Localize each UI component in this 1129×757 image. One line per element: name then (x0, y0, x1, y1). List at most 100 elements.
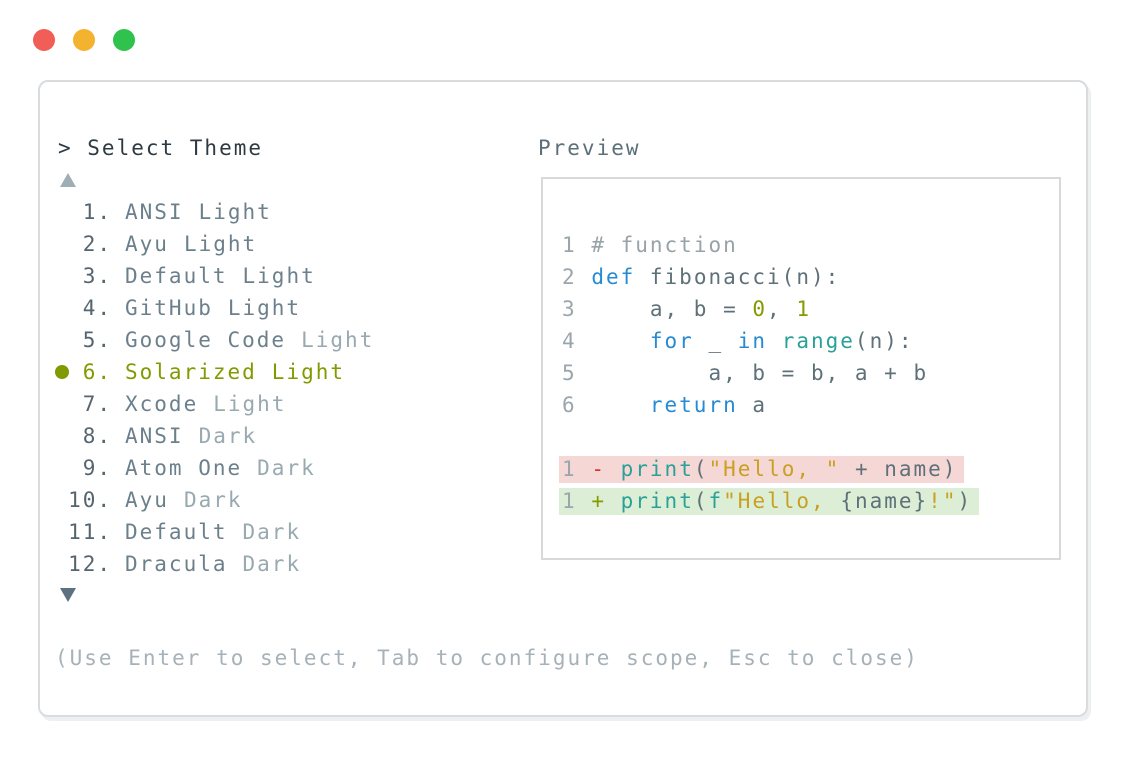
theme-name: Google Code (125, 328, 287, 352)
theme-variant: Dark (242, 520, 302, 544)
code-line-content: 2 def fibonacci(n): (562, 265, 840, 289)
scroll-up-icon[interactable] (60, 173, 76, 187)
theme-name: ANSI (125, 424, 184, 448)
token-ln: 4 (562, 329, 577, 353)
theme-list-item[interactable]: 11. Default Dark (58, 516, 374, 548)
token-base (606, 457, 621, 481)
close-button[interactable] (33, 29, 55, 51)
theme-list-item[interactable]: 7. Xcode Light (58, 388, 374, 420)
theme-number: 5. (82, 328, 112, 352)
theme-name: Default (125, 520, 228, 544)
token-base (577, 457, 592, 481)
theme-name: Atom One (125, 456, 243, 480)
token-str: "Hello, " (708, 457, 841, 481)
token-ln: 1 (562, 457, 577, 481)
token-base: ) (957, 489, 973, 513)
theme-name: Ayu (125, 488, 169, 512)
minimize-button[interactable] (73, 29, 95, 51)
theme-number: 1. (82, 200, 112, 224)
code-line-content: 1 + print(f"Hello, {name}!") (559, 488, 980, 515)
code-line (562, 421, 979, 453)
token-kw: for (649, 329, 694, 353)
theme-number: 11. (68, 520, 112, 544)
theme-number: 6. (82, 360, 112, 384)
token-base: fibonacci(n): (635, 265, 841, 289)
theme-variant: Light (271, 360, 346, 384)
token-base: a, b = (576, 297, 753, 321)
help-text: (Use Enter to select, Tab to configure s… (55, 646, 919, 670)
theme-name: Solarized (125, 360, 257, 384)
token-kw: in (737, 329, 768, 353)
token-str: "Hello, (723, 489, 841, 513)
token-base (767, 329, 782, 353)
theme-variant: Light (213, 392, 287, 416)
theme-name: Xcode (125, 392, 199, 416)
token-base: ( (693, 457, 709, 481)
token-minus: - (591, 457, 606, 481)
code-line: 2 def fibonacci(n): (562, 261, 979, 293)
code-line: 4 for _ in range(n): (562, 325, 979, 357)
token-ln: 1 (562, 233, 577, 257)
token-ln: 2 (562, 265, 577, 289)
command-prompt: > Select Theme (58, 136, 264, 160)
selected-indicator-icon (55, 365, 69, 379)
theme-variant: Dark (183, 488, 243, 512)
token-base: a, b = b, a + b (576, 361, 929, 385)
code-line: 3 a, b = 0, 1 (562, 293, 979, 325)
theme-name: Dracula (125, 552, 228, 576)
token-fn: print (620, 489, 694, 513)
token-num: 1 (796, 297, 811, 321)
code-line-content: 1 - print("Hello, " + name) (559, 456, 965, 483)
code-line-content: 4 for _ in range(n): (562, 329, 914, 353)
token-fn: print (620, 457, 694, 481)
theme-list-item[interactable]: 6. Solarized Light (55, 356, 374, 388)
theme-variant: Dark (257, 456, 316, 480)
theme-number: 9. (82, 456, 112, 480)
token-ln: 6 (562, 393, 577, 417)
token-num: 0 (752, 297, 768, 321)
theme-variant: Light (242, 264, 316, 288)
token-base (577, 393, 650, 417)
scroll-down-icon[interactable] (60, 588, 76, 602)
code-line-content: 3 a, b = 0, 1 (562, 297, 811, 321)
token-base: ( (693, 489, 709, 513)
theme-variant: Light (198, 200, 272, 224)
token-base (577, 265, 592, 289)
token-kw: return (649, 393, 738, 417)
theme-variant: Dark (242, 552, 302, 576)
token-str: !" (928, 489, 958, 513)
token-base: _ (693, 329, 738, 353)
theme-name: GitHub (125, 296, 213, 320)
theme-number: 12. (68, 552, 112, 576)
theme-list-item[interactable]: 1. ANSI Light (58, 196, 374, 228)
theme-variant: Dark (198, 424, 258, 448)
token-ln: 3 (562, 297, 577, 321)
token-base: {name} (840, 489, 929, 513)
token-base: , (767, 297, 797, 321)
code-line: 5 a, b = b, a + b (562, 357, 979, 389)
code-line-content: 5 a, b = b, a + b (562, 361, 928, 385)
token-base: a (737, 393, 768, 417)
theme-number: 7. (82, 392, 112, 416)
token-base (577, 233, 592, 257)
token-plus: + (591, 489, 606, 513)
theme-name: Ayu (125, 232, 169, 256)
theme-list-item[interactable]: 12. Dracula Dark (58, 548, 374, 580)
token-base: + name) (840, 457, 958, 481)
zoom-button[interactable] (113, 29, 135, 51)
code-line-content: 6 return a (562, 393, 767, 417)
code-line: 6 return a (562, 389, 979, 421)
theme-number: 4. (82, 296, 112, 320)
theme-list-item[interactable]: 9. Atom One Dark (58, 452, 374, 484)
theme-name: ANSI (125, 200, 184, 224)
token-ln: 5 (562, 361, 577, 385)
